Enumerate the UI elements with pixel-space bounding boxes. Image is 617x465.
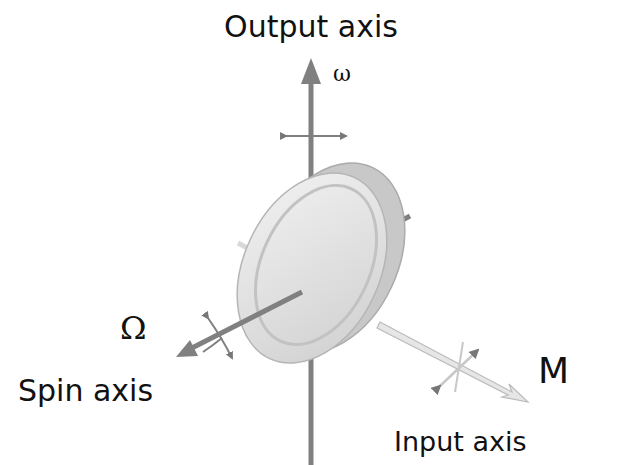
axis-label: Input axis (394, 428, 527, 455)
angular-rate-symbol: ω (333, 63, 351, 85)
torque-symbol: M (538, 353, 569, 389)
input-axis (377, 322, 528, 402)
axis-label: Spin axis (18, 376, 153, 406)
axis-label: Output axis (224, 12, 398, 42)
spin-axis (188, 292, 302, 350)
spin-rate-symbol: Ω (120, 312, 147, 344)
